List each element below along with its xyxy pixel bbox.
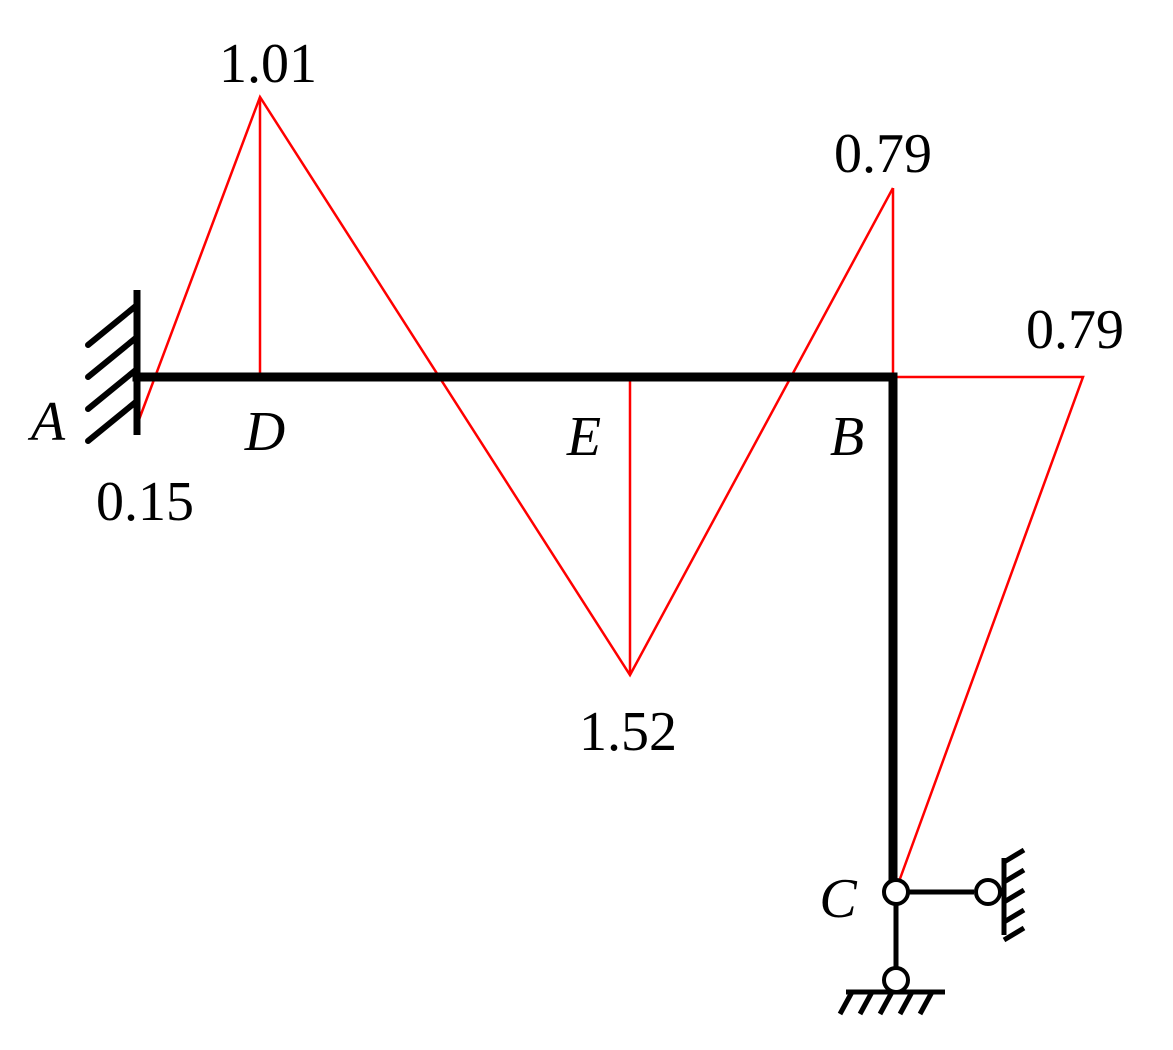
wall-hatch-right <box>1002 847 1026 943</box>
column-moment-diagram <box>893 375 1085 888</box>
fixed-support-hatch <box>85 302 140 444</box>
hinge-right-support <box>974 878 1002 906</box>
label-node-e: E <box>566 406 601 468</box>
label-node-a: A <box>27 391 66 453</box>
ground-hatch-bottom <box>837 990 935 1016</box>
label-value-b-right: 0.79 <box>1026 299 1124 361</box>
label-node-c: C <box>819 868 857 930</box>
hinge-c <box>882 878 910 906</box>
label-value-b-top: 0.79 <box>834 123 932 185</box>
beam-moment-diagram <box>135 94 895 678</box>
label-node-b: B <box>830 406 864 468</box>
label-node-d: D <box>244 401 285 463</box>
label-value-e: 1.52 <box>579 701 677 763</box>
label-value-a: 0.15 <box>96 471 194 533</box>
label-value-d: 1.01 <box>219 33 317 95</box>
hinge-bottom-support <box>882 966 910 994</box>
